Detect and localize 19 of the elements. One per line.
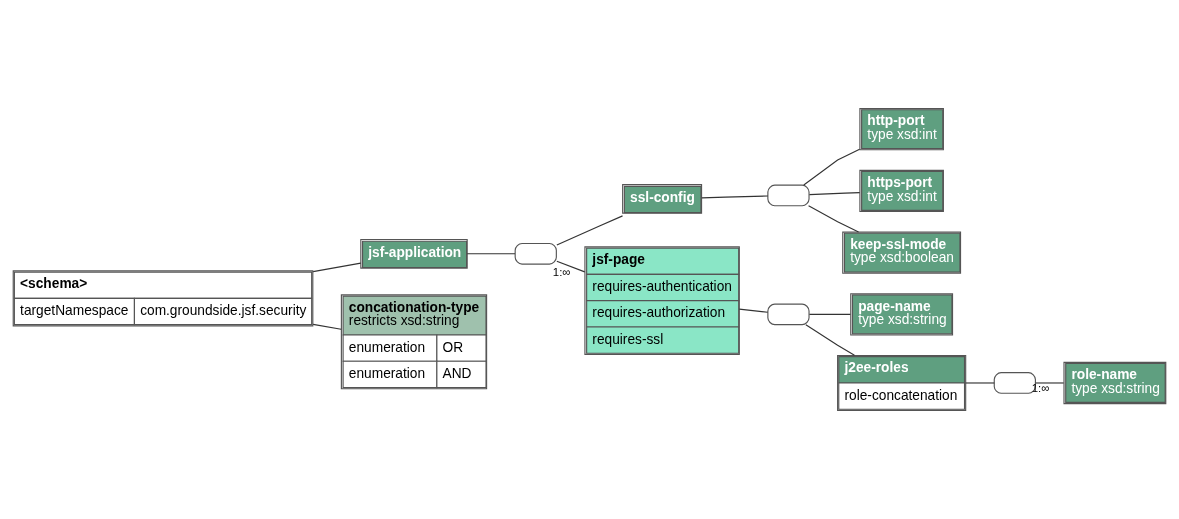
connector [701, 195, 769, 199]
connector [805, 324, 856, 356]
connector [1035, 382, 1065, 384]
node-box [767, 184, 810, 207]
connector [556, 215, 624, 246]
connector [808, 205, 860, 233]
connector [738, 308, 769, 313]
connector [556, 260, 586, 273]
connector [312, 323, 342, 330]
connector [808, 313, 851, 315]
connector [466, 253, 516, 255]
edge-label: 1:∞ [552, 265, 571, 278]
connector [965, 382, 995, 384]
node-box [514, 242, 557, 265]
connector [808, 192, 861, 196]
edge-label: 1:∞ [1031, 382, 1050, 395]
connector [803, 148, 861, 186]
connector [312, 262, 362, 273]
node-box [767, 303, 810, 326]
